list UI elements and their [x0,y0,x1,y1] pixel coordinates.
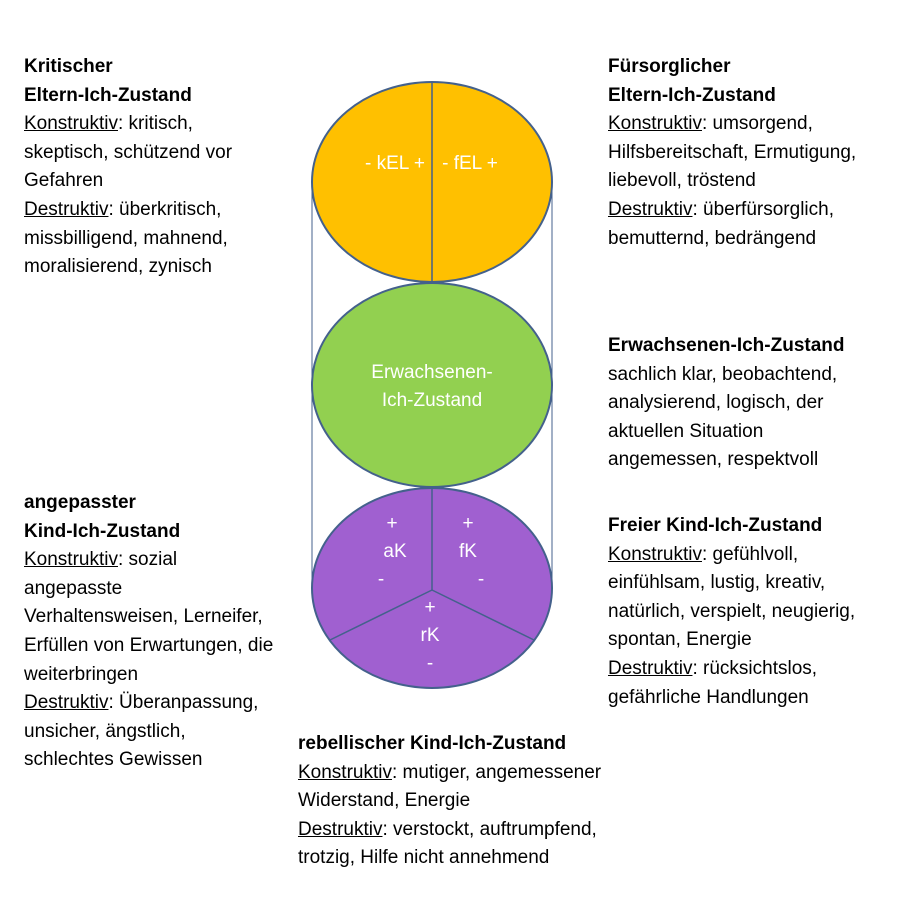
ak-label: aK [383,541,407,562]
ak-description: angepasster Kind-Ich-Zustand Konstruktiv… [24,489,273,775]
fk-konstruktiv-line2: einfühlsam, lustig, kreativ, [608,572,826,594]
rk-destruktiv-line2: trotzig, Hilfe nicht annehmend [298,847,550,869]
er-line3: aktuellen Situation [608,420,764,442]
fk-konstruktiv-label: Konstruktiv [608,543,702,565]
er-title: Erwachsenen-Ich-Zustand [608,335,845,356]
ak-konstruktiv-line3: Verhaltensweisen, Lerneifer, [24,606,263,628]
rk-destruktiv-text: : verstockt, auftrumpfend, [382,818,597,840]
ak-konstruktiv-line5: weiterbringen [24,663,139,685]
adult-ego-circle [311,282,553,488]
ak-destruktiv-line3: schlechtes Gewissen [24,749,203,771]
er-line4: angemessen, respektvoll [608,449,819,471]
child-divider-right [431,589,535,641]
kel-label: - kEL + [365,153,425,174]
rk-konstruktiv-line2: Widerstand, Energie [298,790,471,812]
rk-plus: + [424,597,435,618]
ak-destruktiv-line2: unsicher, ängstlich, [24,720,186,742]
er-line1: sachlich klar, beobachtend, [608,363,838,385]
fk-konstruktiv-text: : gefühlvoll, [701,543,799,565]
fel-title-line2: Eltern-Ich-Zustand [608,84,776,106]
rk-label: rK [421,625,440,646]
ak-destruktiv-label: Destruktiv [24,692,109,714]
ak-title-line2: Kind-Ich-Zustand [24,520,181,542]
fk-destruktiv-label: Destruktiv [608,657,693,679]
fel-konstruktiv-line3: liebevoll, tröstend [608,170,756,192]
fel-description: Fürsorglicher Eltern-Ich-Zustand Konstru… [608,53,856,253]
adult-label-line1: Erwachsenen- [371,362,492,383]
kel-konstruktiv-line3: Gefahren [24,170,104,192]
fk-label: fK [459,541,477,562]
fk-title: Freier Kind-Ich-Zustand [608,515,823,536]
fk-minus: - [478,569,484,590]
ak-plus: + [386,513,397,534]
kel-destruktiv-label: Destruktiv [24,198,109,220]
fk-destruktiv-text: : rücksichtslos, [692,657,818,679]
fel-konstruktiv-text: : umsorgend, [701,113,813,135]
kel-konstruktiv-label: Konstruktiv [24,113,118,135]
ak-konstruktiv-label: Konstruktiv [24,549,118,571]
er-description: Erwachsenen-Ich-Zustand sachlich klar, b… [608,332,845,475]
ak-konstruktiv-text: : sozial [117,549,178,571]
kel-description: Kritischer Eltern-Ich-Zustand Konstrukti… [24,53,232,282]
kel-title-line2: Eltern-Ich-Zustand [24,84,192,106]
fk-konstruktiv-line4: spontan, Energie [608,629,752,651]
rk-destruktiv-label: Destruktiv [298,818,383,840]
kel-destruktiv-text: : überkritisch, [108,198,222,220]
fk-plus: + [462,513,473,534]
fk-description: Freier Kind-Ich-Zustand Konstruktiv: gef… [608,512,855,712]
kel-destruktiv-line2: missbilligend, mahnend, [24,227,228,249]
fel-title-line1: Fürsorglicher [608,56,731,77]
rk-konstruktiv-text: : mutiger, angemessener [391,761,602,783]
fk-konstruktiv-line3: natürlich, verspielt, neugierig, [608,600,856,622]
rk-minus: - [427,653,433,674]
fel-konstruktiv-line2: Hilfsbereitschaft, Ermutigung, [608,141,857,163]
rk-description: rebellischer Kind-Ich-Zustand Konstrukti… [298,730,601,873]
fel-destruktiv-label: Destruktiv [608,198,693,220]
ak-destruktiv-text: : Überanpassung, [108,692,259,714]
ak-konstruktiv-line4: Erfüllen von Erwartungen, die [24,634,274,656]
rk-title: rebellischer Kind-Ich-Zustand [298,733,567,754]
fel-konstruktiv-label: Konstruktiv [608,113,702,135]
kel-title-line1: Kritischer [24,56,113,77]
kel-destruktiv-line3: moralisierend, zynisch [24,256,212,278]
fel-label: - fEL + [442,153,498,174]
kel-konstruktiv-text: : kritisch, [117,113,193,135]
rk-konstruktiv-label: Konstruktiv [298,761,392,783]
ak-konstruktiv-line2: angepasste [24,577,123,599]
child-divider-left [329,589,433,641]
adult-label-line2: Ich-Zustand [382,390,482,411]
ak-title-line1: angepasster [24,492,136,513]
ak-minus: - [378,569,384,590]
fel-destruktiv-line2: bemutternd, bedrängend [608,227,817,249]
fel-destruktiv-text: : überfürsorglich, [692,198,834,220]
fk-destruktiv-line2: gefährliche Handlungen [608,686,809,708]
er-line2: analysierend, logisch, der [608,392,824,414]
kel-konstruktiv-line2: skeptisch, schützend vor [24,141,233,163]
